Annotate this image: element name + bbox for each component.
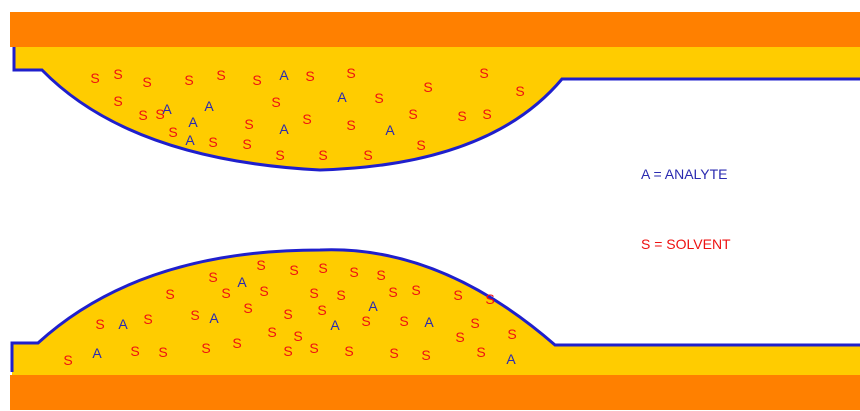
analyte-marker: A — [330, 317, 340, 333]
solvent-marker: S — [318, 260, 327, 276]
bottom-stationary-phase — [10, 249, 860, 375]
legend-solvent: S = SOLVENT — [641, 236, 731, 252]
solvent-marker: S — [190, 307, 199, 323]
solvent-marker: S — [155, 106, 164, 122]
solvent-marker: S — [399, 313, 408, 329]
analyte-marker: A — [279, 121, 289, 137]
analyte-marker: A — [185, 132, 195, 148]
solvent-marker: S — [374, 90, 383, 106]
solvent-marker: S — [201, 340, 210, 356]
solvent-marker: S — [309, 340, 318, 356]
solvent-marker: S — [411, 282, 420, 298]
solvent-marker: S — [457, 108, 466, 124]
solvent-marker: S — [388, 284, 397, 300]
solvent-marker: S — [421, 347, 430, 363]
solvent-marker: S — [275, 147, 284, 163]
solvent-marker: S — [361, 313, 370, 329]
solvent-marker: S — [168, 124, 177, 140]
solvent-marker: S — [346, 65, 355, 81]
solvent-marker: S — [208, 269, 217, 285]
solvent-marker: S — [113, 66, 122, 82]
solvent-marker: S — [232, 335, 241, 351]
analyte-marker: A — [506, 351, 516, 367]
solvent-marker: S — [515, 83, 524, 99]
solvent-marker: S — [283, 343, 292, 359]
solvent-marker: S — [416, 137, 425, 153]
top-boundary-line — [12, 47, 860, 172]
solvent-marker: S — [216, 67, 225, 83]
solvent-marker: S — [479, 65, 488, 81]
solvent-marker: S — [138, 107, 147, 123]
top-wall — [10, 12, 860, 47]
solvent-marker: S — [259, 283, 268, 299]
solvent-marker: S — [95, 316, 104, 332]
solvent-marker: S — [289, 262, 298, 278]
analyte-marker: A — [424, 314, 434, 330]
solvent-marker: S — [305, 68, 314, 84]
analyte-marker: A — [209, 310, 219, 326]
solvent-marker: S — [208, 134, 217, 150]
solvent-marker: S — [476, 344, 485, 360]
solvent-marker: S — [363, 147, 372, 163]
solvent-marker: S — [423, 79, 432, 95]
analyte-marker: A — [92, 345, 102, 361]
solvent-marker: S — [283, 306, 292, 322]
analyte-marker: A — [385, 122, 395, 138]
solvent-marker: S — [408, 106, 417, 122]
analyte-marker: A — [337, 89, 347, 105]
analyte-marker: A — [118, 316, 128, 332]
solvent-marker: S — [309, 285, 318, 301]
legend-analyte: A = ANALYTE — [641, 166, 728, 182]
solvent-marker: S — [242, 136, 251, 152]
solvent-marker: S — [453, 287, 462, 303]
solvent-marker: S — [165, 286, 174, 302]
solvent-marker: S — [63, 352, 72, 368]
analyte-marker: A — [162, 101, 172, 117]
solvent-marker: S — [317, 302, 326, 318]
solvent-marker: S — [485, 291, 494, 307]
analyte-marker: A — [204, 98, 214, 114]
solvent-marker: S — [113, 93, 122, 109]
solvent-marker: S — [184, 72, 193, 88]
solvent-marker: S — [318, 147, 327, 163]
solvent-marker: S — [142, 74, 151, 90]
analyte-marker: A — [237, 274, 247, 290]
analyte-marker: A — [188, 114, 198, 130]
solvent-marker: S — [507, 326, 516, 342]
solvent-marker: S — [271, 94, 280, 110]
solvent-marker: S — [293, 328, 302, 344]
solvent-marker: S — [336, 287, 345, 303]
solvent-marker: S — [267, 324, 276, 340]
bottom-wall — [10, 375, 860, 410]
solvent-marker: S — [470, 315, 479, 331]
solvent-marker: S — [302, 111, 311, 127]
analyte-marker: A — [368, 298, 378, 314]
bottom-boundary-line — [10, 248, 860, 372]
solvent-marker: S — [158, 344, 167, 360]
solvent-marker: S — [256, 257, 265, 273]
solvent-marker: S — [252, 72, 261, 88]
solvent-marker: S — [344, 343, 353, 359]
solvent-marker: S — [244, 116, 253, 132]
solvent-marker: S — [143, 311, 152, 327]
solvent-marker: S — [130, 343, 139, 359]
solvent-marker: S — [349, 264, 358, 280]
analyte-marker: A — [279, 67, 289, 83]
solvent-marker: S — [455, 329, 464, 345]
solvent-marker: S — [389, 345, 398, 361]
solvent-marker: S — [376, 267, 385, 283]
solvent-marker: S — [243, 300, 252, 316]
solvent-marker: S — [346, 117, 355, 133]
solvent-marker: S — [482, 106, 491, 122]
solvent-marker: S — [90, 70, 99, 86]
solvent-marker: S — [221, 285, 230, 301]
